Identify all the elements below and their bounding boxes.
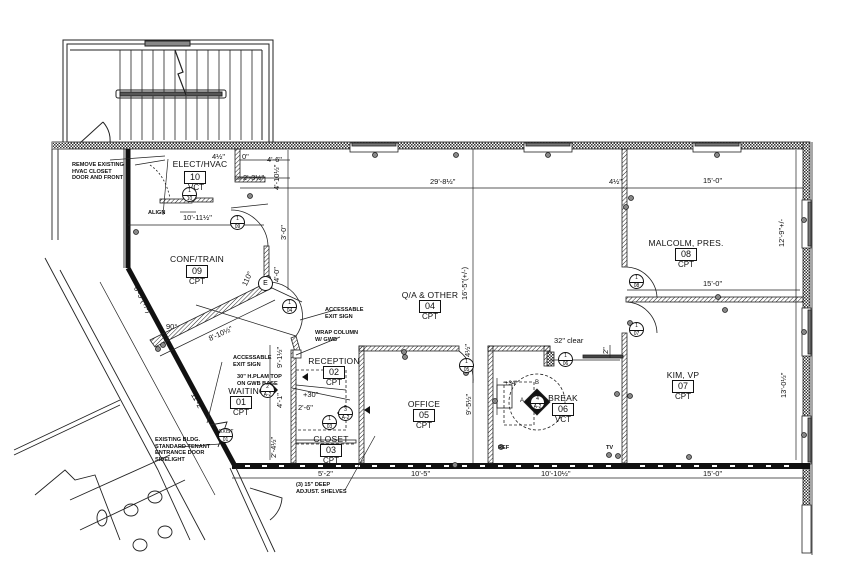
dim-qa-height: 16'-5"(+/-) (460, 266, 469, 300)
dim-angle-90: 90° (166, 322, 178, 331)
room-number-01: 01 (229, 396, 253, 409)
stair-tower (62, 39, 274, 146)
room-finish-07: CPT (675, 392, 691, 401)
room-finish-02: CPT (326, 378, 342, 387)
dim-rec-plus30: +30" (303, 390, 319, 399)
dim-rec-2-4: 2'-4½" (269, 436, 278, 458)
room-number-10: 10 (183, 171, 207, 184)
note-32-clear: 32" clear (554, 336, 584, 345)
dim-rec-9-1: 9'-1½" (275, 346, 284, 368)
room-number-06: 06 (551, 403, 575, 416)
room-name-malcolm: MALCOLM, PRES. (648, 238, 724, 248)
room-name-closet: CLOSET (313, 434, 349, 444)
dim-office-height: 9'-5½" (464, 393, 473, 415)
note-tv: TV (606, 445, 614, 451)
dim-office-4-5: 4½" (463, 343, 472, 357)
room-name-qa-other: Q/A & OTHER (401, 290, 459, 300)
note-align: ALIGN (148, 210, 166, 216)
interior-walls (149, 148, 804, 464)
dim-elect-4-6: 4'-6" (267, 155, 282, 164)
room-number-07: 07 (671, 380, 695, 393)
room-finish-01: CPT (233, 408, 249, 417)
room-number-09: 09 (185, 265, 209, 278)
room-finish-04: CPT (422, 312, 438, 321)
dim-malcolm-mid: 15'-0" (703, 279, 723, 288)
dim-rec-2-6: 2'-6" (298, 403, 313, 412)
room-name-office: OFFICE (407, 399, 441, 409)
dim-elect-10: 4'-10½" (272, 164, 281, 190)
room-name-kim: KIM, VP (666, 370, 700, 380)
room-name-conf-train: CONF/TRAIN (170, 254, 224, 264)
room-number-04: 04 (418, 300, 442, 313)
room-name-waiting: WAITING (228, 386, 266, 396)
building-outline-left (13, 149, 283, 553)
dim-elect-0: 0" (242, 152, 249, 161)
door-swings (134, 159, 658, 384)
elevation-letter-b: B (535, 380, 540, 386)
dim-conf-3-0: 3'-0" (279, 225, 288, 240)
room-name-elect-hvac: ELECT/HVAC (172, 159, 228, 169)
dim-overall-width: 29'-8½" (430, 177, 456, 186)
door-tag-e: E (258, 276, 273, 291)
dim-conf-width: 10'-11½" (183, 213, 212, 222)
outlets (133, 152, 807, 468)
note-ref: REF (498, 445, 510, 451)
dim-break-width: 10'-10½" (541, 469, 571, 478)
dim-break-34: +34" (505, 381, 518, 387)
leader-lines (109, 155, 376, 491)
room-finish-03: CPT (323, 456, 339, 465)
dim-malcolm-top: 15'-0" (703, 176, 723, 185)
dim-kim-height: 13'-0½" (779, 372, 788, 398)
dim-malcolm-4-5: 4½" (609, 177, 623, 186)
room-number-08: 08 (674, 248, 698, 261)
dim-rec-4-1: 4'-1" (275, 393, 284, 408)
dim-closet-width: 5'-2" (318, 469, 333, 478)
room-finish-09: CPT (189, 277, 205, 286)
elevation-letter-a: A (520, 398, 525, 404)
room-finish-06: VCT (555, 415, 571, 424)
dimension-lines (99, 149, 805, 496)
dim-break-2: 2" (601, 347, 610, 354)
room-name-reception: RECEPTION (308, 356, 360, 366)
room-finish-08: CPT (678, 260, 694, 269)
storefront-bottom (232, 463, 810, 469)
dim-kim-width: 15'-0" (703, 469, 723, 478)
room-finish-10: VCT (188, 183, 204, 192)
room-name-break: BREAK (548, 393, 578, 403)
room-number-02: 02 (322, 366, 346, 379)
dim-malcolm-height: 12'-9"+/- (777, 218, 786, 247)
windows-top (349, 142, 742, 153)
dim-office-width: 10'-5" (411, 469, 431, 478)
room-finish-05: CPT (416, 421, 432, 430)
dim-elect-4-5: 4½" (212, 152, 226, 161)
dim-conf-4-0: 4'-0" (272, 267, 281, 282)
room-number-03: 03 (319, 444, 343, 457)
dim-elect-2-3: 2'-3½" (243, 173, 265, 182)
room-number-05: 05 (412, 409, 436, 422)
